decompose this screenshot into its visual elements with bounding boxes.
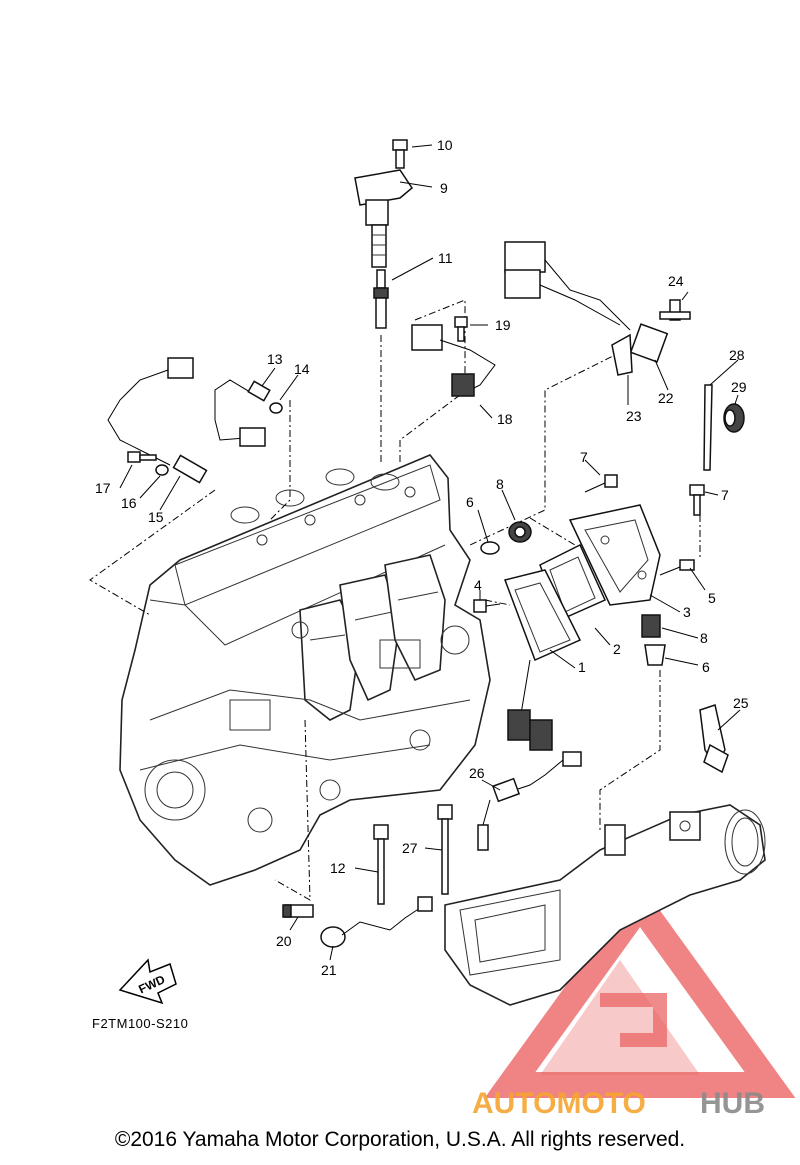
fwd-arrow-icon: FWD — [118, 958, 177, 1005]
automotohub-wordmark: AUTOMOTO HUB — [472, 1087, 765, 1120]
watermark-word-gray: HUB — [700, 1087, 765, 1120]
diagram-code: F2TM100-S210 — [92, 1016, 189, 1031]
part-17-bolt — [127, 451, 157, 463]
callout-29: 29 — [731, 379, 747, 395]
part-23-gasket — [611, 333, 633, 376]
part-14-washer — [269, 402, 283, 414]
callout-19: 19 — [495, 317, 511, 333]
part-7-bolt-b — [689, 484, 705, 516]
watermark-word-orange: AUTOMOTO — [472, 1087, 646, 1120]
part-24-bolt — [659, 299, 691, 321]
callout-6-lower: 6 — [702, 659, 710, 675]
callout-20: 20 — [276, 933, 292, 949]
callout-6-upper: 6 — [466, 494, 474, 510]
part-6-collar-upper — [480, 541, 500, 555]
part-21-knock-sensor — [320, 896, 433, 948]
part-13-sensor — [214, 379, 271, 447]
callout-28: 28 — [729, 347, 745, 363]
callout-15: 15 — [148, 509, 164, 525]
callout-24: 24 — [668, 273, 684, 289]
part-15-sensor — [107, 357, 208, 484]
engine-block — [119, 454, 491, 886]
part-26-sensor — [477, 751, 582, 851]
exhaust-manifold — [444, 804, 766, 1006]
callout-14: 14 — [294, 361, 310, 377]
callout-25: 25 — [733, 695, 749, 711]
callout-7-upper: 7 — [580, 449, 588, 465]
part-10-bolt — [392, 139, 408, 169]
callout-22: 22 — [658, 390, 674, 406]
callout-26: 26 — [469, 765, 485, 781]
leader-lines — [119, 144, 741, 961]
callout-10: 10 — [437, 137, 453, 153]
part-19-bolt — [454, 316, 468, 342]
part-25-clamp — [699, 704, 729, 774]
callout-9: 9 — [440, 180, 448, 196]
part-7-bolt-a — [584, 474, 618, 493]
callout-12: 12 — [330, 860, 346, 876]
part-12-cable-tie — [373, 824, 389, 905]
part-3-bracket — [568, 504, 661, 606]
automotohub-watermark-logo — [484, 882, 796, 1098]
callout-8-lower: 8 — [700, 630, 708, 646]
part-8-grommet-lower — [641, 614, 661, 638]
part-5-bolt — [659, 559, 695, 576]
callout-11: 11 — [438, 250, 453, 266]
callout-18: 18 — [497, 411, 513, 427]
part-6-collar-lower — [644, 644, 666, 666]
copyright-notice: ©2016 Yamaha Motor Corporation, U.S.A. A… — [114, 1128, 686, 1151]
part-28-clip — [703, 384, 713, 471]
callout-27: 27 — [402, 840, 418, 856]
callout-3: 3 — [683, 604, 691, 620]
callout-7-right: 7 — [721, 487, 729, 503]
callout-2: 2 — [613, 641, 621, 657]
callout-17: 17 — [95, 480, 111, 496]
callout-8-upper: 8 — [496, 476, 504, 492]
callout-21: 21 — [321, 962, 337, 978]
callout-13: 13 — [267, 351, 283, 367]
callout-4: 4 — [474, 577, 482, 593]
part-9-ignition-coil — [354, 169, 413, 268]
part-8-grommet-upper — [508, 521, 532, 543]
callout-1: 1 — [578, 659, 586, 675]
callout-16: 16 — [121, 495, 137, 511]
part-11-spark-plug — [373, 269, 389, 329]
callout-5: 5 — [708, 590, 716, 606]
callout-23: 23 — [626, 408, 642, 424]
part-16-washer — [155, 464, 169, 476]
part-29-grommet — [723, 403, 745, 433]
callout-numbers: 1 2 3 4 5 6 6 7 7 8 8 9 10 11 12 13 14 1… — [95, 137, 749, 978]
part-20-sensor — [282, 904, 314, 918]
part-1-control-unit — [504, 569, 582, 751]
part-22-sensor-harness — [504, 241, 669, 363]
part-27-cable-tie — [437, 804, 453, 895]
part-18-sensor — [411, 324, 496, 397]
